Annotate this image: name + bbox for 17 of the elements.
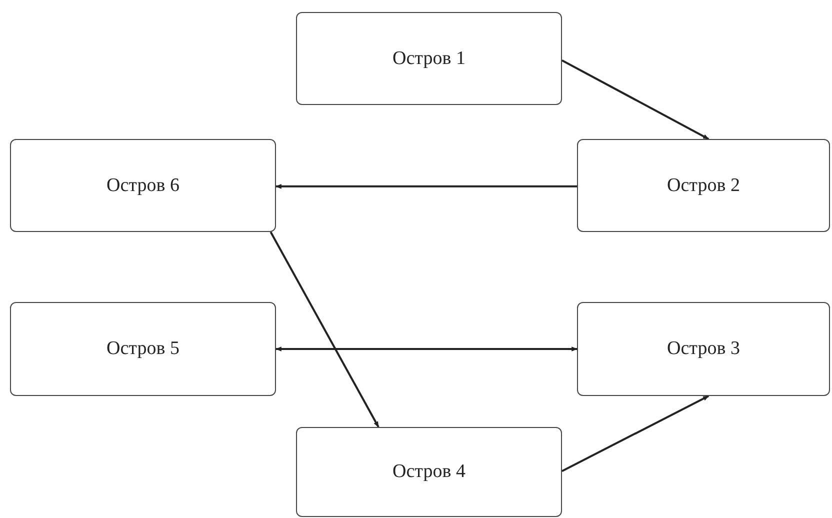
island-label: Остров 1: [392, 48, 466, 70]
island-box: [10, 139, 276, 232]
island-label: Остров 6: [106, 174, 180, 196]
arrow: [270, 232, 380, 428]
island-box: [10, 302, 276, 396]
island-label: Остров 3: [667, 338, 740, 360]
island-box: [296, 12, 562, 105]
arrow: [275, 184, 577, 189]
island-box: [577, 139, 830, 232]
arrow: [562, 59, 710, 140]
island-label: Остров 4: [392, 461, 466, 483]
arrow: [562, 395, 710, 472]
island-box: [296, 427, 562, 517]
island-box: [577, 302, 830, 396]
island-label: Остров 5: [106, 338, 180, 360]
arrow: [275, 346, 578, 352]
island-label: Остров 2: [667, 174, 740, 196]
